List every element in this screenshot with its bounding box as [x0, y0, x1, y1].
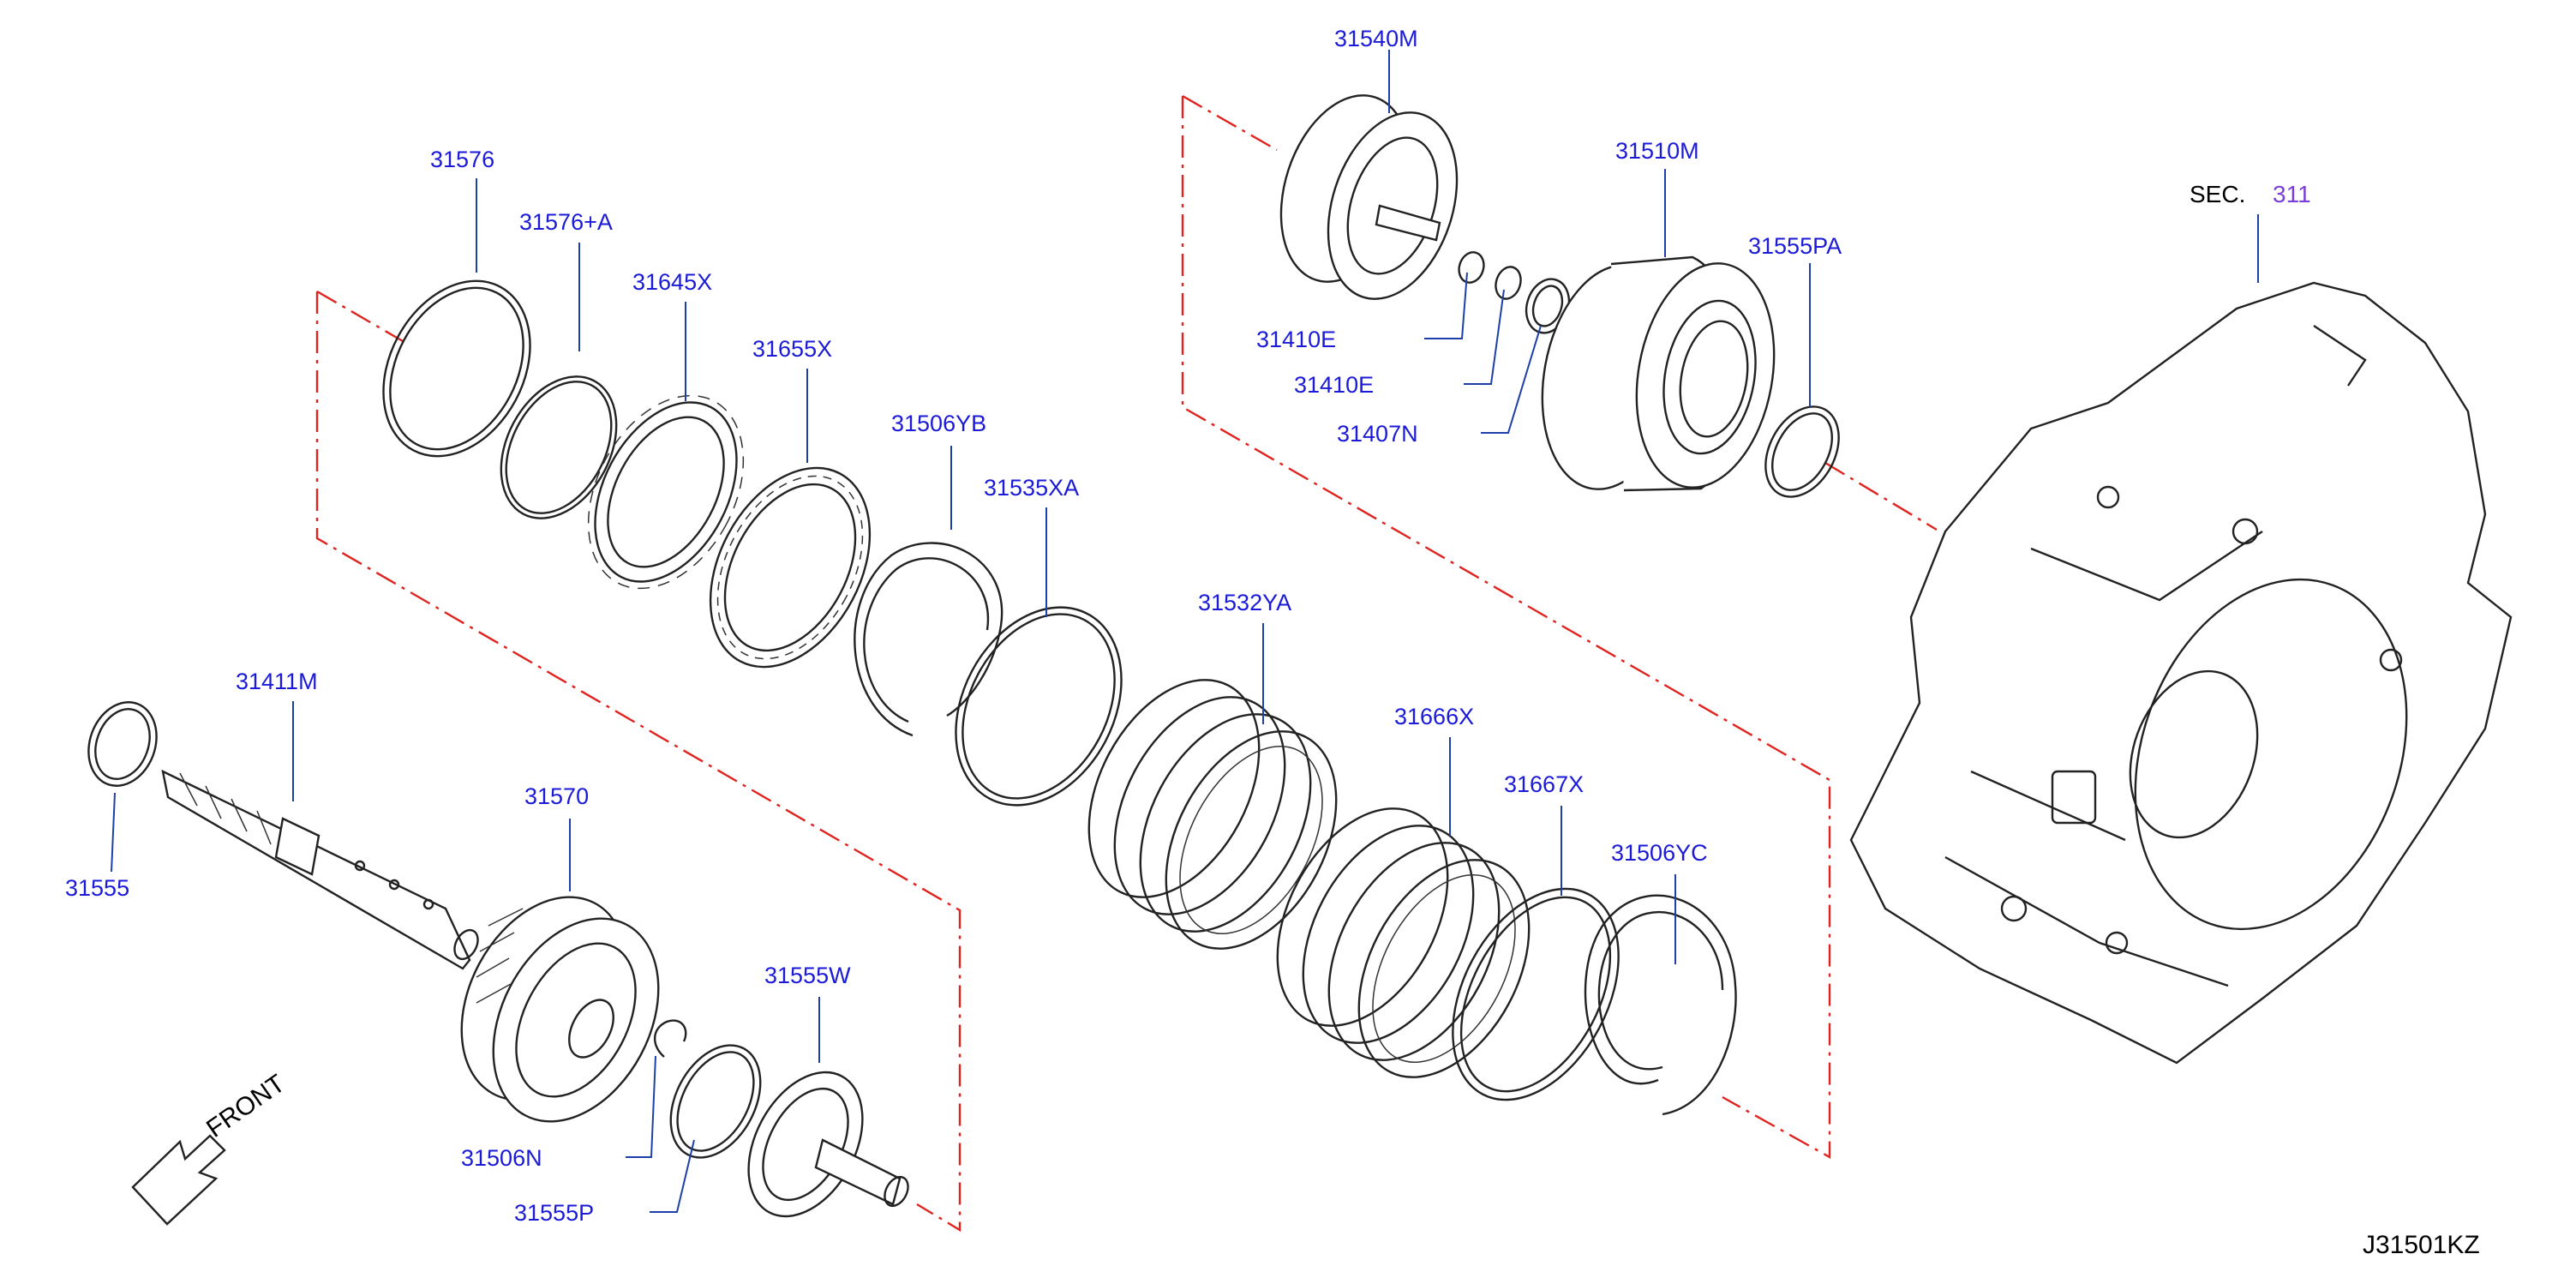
snap-ring-31535xa[interactable]: [923, 579, 1154, 834]
bearing-31655x[interactable]: [678, 441, 902, 694]
part-label[interactable]: 31410E: [1294, 372, 1374, 398]
part-label[interactable]: 31532YA: [1198, 590, 1291, 615]
clutch-pack-31666x[interactable]: [1243, 780, 1564, 1107]
part-label[interactable]: 31655X: [752, 336, 832, 362]
gear-31555w[interactable]: [726, 1053, 914, 1235]
part-label[interactable]: 31570: [524, 783, 589, 809]
washer-31555[interactable]: [77, 693, 168, 795]
snap-ring-31576[interactable]: [354, 255, 559, 482]
front-indicator: FRONT: [131, 1069, 291, 1226]
part-label[interactable]: 31576: [430, 147, 494, 172]
snap-ring-31576a[interactable]: [478, 357, 640, 538]
section-reference: SEC. 311: [2190, 181, 2311, 207]
input-shaft-31411m[interactable]: [161, 769, 482, 970]
diagram-code: J31501KZ: [2363, 1231, 2480, 1259]
part-label[interactable]: 31540M: [1334, 26, 1418, 51]
front-label: FRONT: [201, 1069, 291, 1143]
snap-ring-31506n[interactable]: [653, 1019, 687, 1058]
part-label[interactable]: 31506YC: [1611, 840, 1708, 866]
leader-lines: [111, 50, 2259, 1213]
part-label[interactable]: 31667X: [1504, 771, 1584, 797]
part-label[interactable]: 31510M: [1615, 138, 1699, 164]
retaining-plate-31667x[interactable]: [1419, 861, 1652, 1128]
snap-ring-31506yb[interactable]: [854, 542, 1003, 737]
part-label[interactable]: 31645X: [632, 269, 712, 295]
part-labels: 31576 31576+A 31645X 31655X 31506YB 3153…: [65, 26, 1842, 1226]
carrier-31645x[interactable]: [557, 369, 775, 615]
snap-ring-31506yc[interactable]: [1584, 894, 1737, 1116]
part-label[interactable]: 31555PA: [1748, 233, 1842, 259]
part-label[interactable]: 31535XA: [984, 475, 1079, 501]
front-arrow-icon: [131, 1134, 226, 1226]
phantom-outlines: [315, 94, 1938, 1233]
part-label[interactable]: 31506YB: [891, 411, 986, 436]
section-prefix: SEC.: [2190, 181, 2245, 207]
part-label[interactable]: 31506N: [461, 1145, 542, 1171]
part-label[interactable]: 31576+A: [519, 209, 613, 235]
part-label[interactable]: 31555P: [514, 1200, 594, 1226]
drum-31510m[interactable]: [1525, 252, 1790, 500]
drum-31570[interactable]: [428, 868, 692, 1149]
washer-31555pa[interactable]: [1751, 394, 1854, 510]
section-number-link[interactable]: 311: [2273, 181, 2311, 207]
clutch-pack-31532ya[interactable]: [1054, 651, 1371, 978]
gear-assembly-31540m[interactable]: [1259, 79, 1479, 315]
part-label[interactable]: 31555W: [764, 963, 851, 988]
part-label[interactable]: 31555: [65, 875, 129, 901]
seal-ring-31410e-b[interactable]: [1492, 264, 1525, 303]
transmission-case[interactable]: [1849, 281, 2513, 1065]
part-label[interactable]: 31410E: [1256, 327, 1336, 352]
part-label[interactable]: 31407N: [1337, 421, 1418, 447]
part-label[interactable]: 31666X: [1394, 704, 1474, 729]
washer-31555p[interactable]: [653, 1030, 779, 1173]
part-label[interactable]: 31411M: [236, 669, 318, 694]
seal-ring-31410e-a[interactable]: [1455, 249, 1488, 286]
